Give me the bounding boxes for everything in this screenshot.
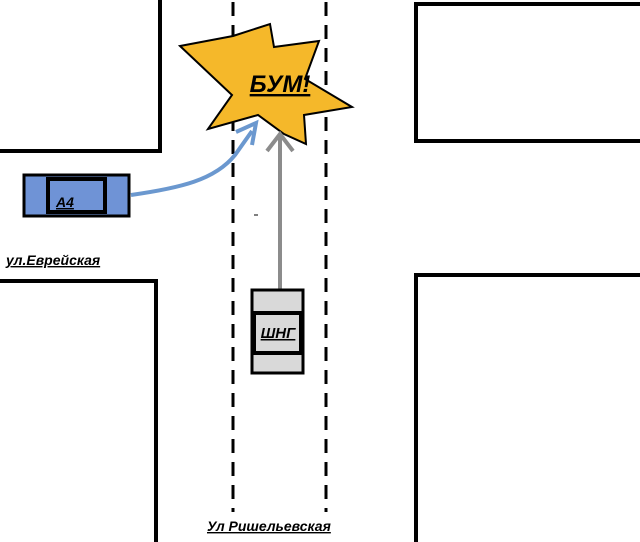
- block-top-left: [0, 0, 162, 153]
- impact-label: БУМ!: [250, 71, 311, 98]
- shng-arrowhead-icon: [265, 130, 295, 153]
- a4-arrowhead-icon: [235, 119, 259, 146]
- car-shng-cabin: [252, 311, 303, 355]
- car-shng-label: ШНГ: [261, 325, 297, 342]
- impact-burst: БУМ!: [177, 22, 355, 146]
- street-label-rishelyevskaya: Ул Ришельевская: [207, 518, 331, 534]
- lane-markings: [231, 2, 328, 512]
- street-label-evreyskaya: ул.Еврейская: [5, 252, 100, 268]
- a4-path-arrow: [130, 129, 254, 197]
- car-a4: A4: [22, 173, 131, 218]
- car-shng: ШНГ: [250, 288, 305, 375]
- block-bottom-left: [0, 279, 158, 542]
- car-a4-label: A4: [55, 194, 74, 210]
- car-a4-cabin: [46, 177, 107, 214]
- explosion-star-icon: [177, 22, 355, 146]
- block-bottom-right: [414, 273, 640, 542]
- block-top-right: [414, 2, 640, 143]
